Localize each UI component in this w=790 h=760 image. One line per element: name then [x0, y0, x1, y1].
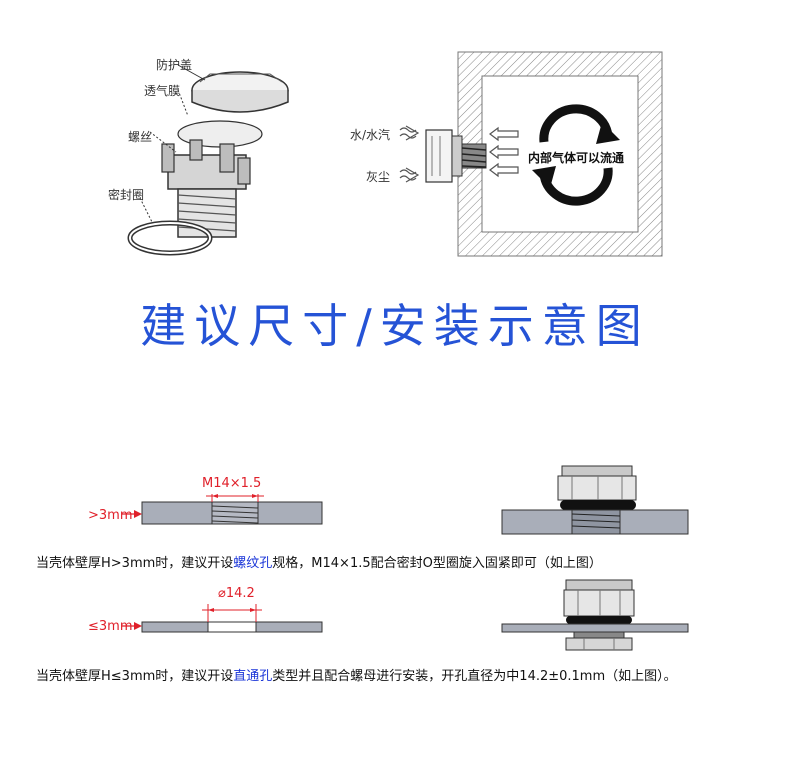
- inner-flow-label: 内部气体可以流通: [526, 149, 627, 166]
- water-label: 水/水汽: [350, 128, 391, 142]
- caption-thick-wall-highlight: 螺纹孔: [233, 556, 273, 571]
- thread-body-part: [161, 139, 251, 238]
- circulation-icon: [532, 104, 620, 206]
- thread-spec-label: M14×1.5: [202, 476, 262, 491]
- thread-arrow-icon: [122, 510, 142, 518]
- caption-thin-wall-a: 当壳体壁厚H≤3mm时，建议开设: [36, 669, 234, 684]
- vent-plug: [425, 129, 487, 183]
- nut-install-diagram: [501, 579, 689, 651]
- thickness-le-label: ≤3mm: [88, 619, 133, 634]
- inner-arrows-icon: [489, 126, 519, 178]
- caption-thin-wall-b: 类型并且配合螺母进行安装，开孔直径为中14.2±0.1mm（如上图）。: [272, 669, 677, 684]
- thread-label: 螺丝: [128, 130, 153, 144]
- exploded-view-diagram: [127, 64, 289, 256]
- caption-thin-wall: 当壳体壁厚H≤3mm时，建议开设直通孔类型并且配合螺母进行安装，开孔直径为中14…: [36, 665, 677, 684]
- seal-ring-label: 密封圈: [108, 188, 145, 202]
- cover-part: [191, 71, 289, 113]
- dust-arrow-icon: [399, 167, 420, 183]
- hole-spec-label: ⌀14.2: [218, 586, 255, 601]
- membrane-label: 透气膜: [144, 84, 181, 98]
- cover-label: 防护盖: [156, 58, 193, 72]
- water-arrow-icon: [399, 125, 420, 141]
- caption-thin-wall-highlight: 直通孔: [233, 669, 273, 684]
- caption-thick-wall: 当壳体壁厚H>3mm时，建议开设螺纹孔规格，M14×1.5配合密封O型圈旋入固紧…: [36, 552, 602, 571]
- thread-install-diagram: [501, 465, 689, 535]
- dust-label: 灰尘: [366, 170, 391, 184]
- caption-thick-wall-b: 规格，M14×1.5配合密封O型圈旋入固紧即可（如上图）: [272, 556, 602, 571]
- hole-arrow-icon: [122, 622, 142, 630]
- through-hole-diagram: [141, 604, 323, 633]
- thickness-gt-label: >3mm: [88, 508, 133, 523]
- thread-hole-diagram: [141, 494, 323, 525]
- page-title: 建议尺寸/安装示意图: [140, 299, 650, 353]
- caption-thick-wall-a: 当壳体壁厚H>3mm时，建议开设: [36, 556, 234, 571]
